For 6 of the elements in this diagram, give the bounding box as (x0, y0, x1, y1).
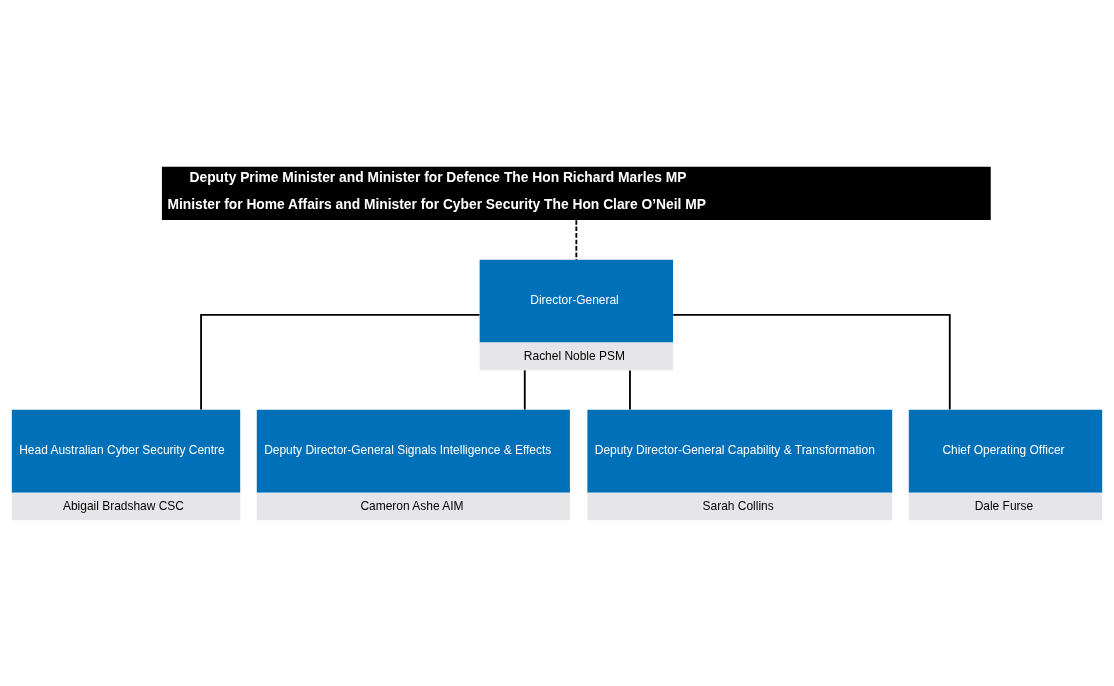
connector (523, 369, 526, 410)
connector (672, 313, 951, 410)
connector (200, 313, 481, 410)
connector (629, 369, 631, 410)
connector (575, 218, 578, 261)
node-box: Deputy Prime Minister and Minister for Defence The Hon Richard Marles MP Minister for Home Affairs and Minister for Cyber Security The Hon Clare O’Neil MP (161, 166, 991, 220)
